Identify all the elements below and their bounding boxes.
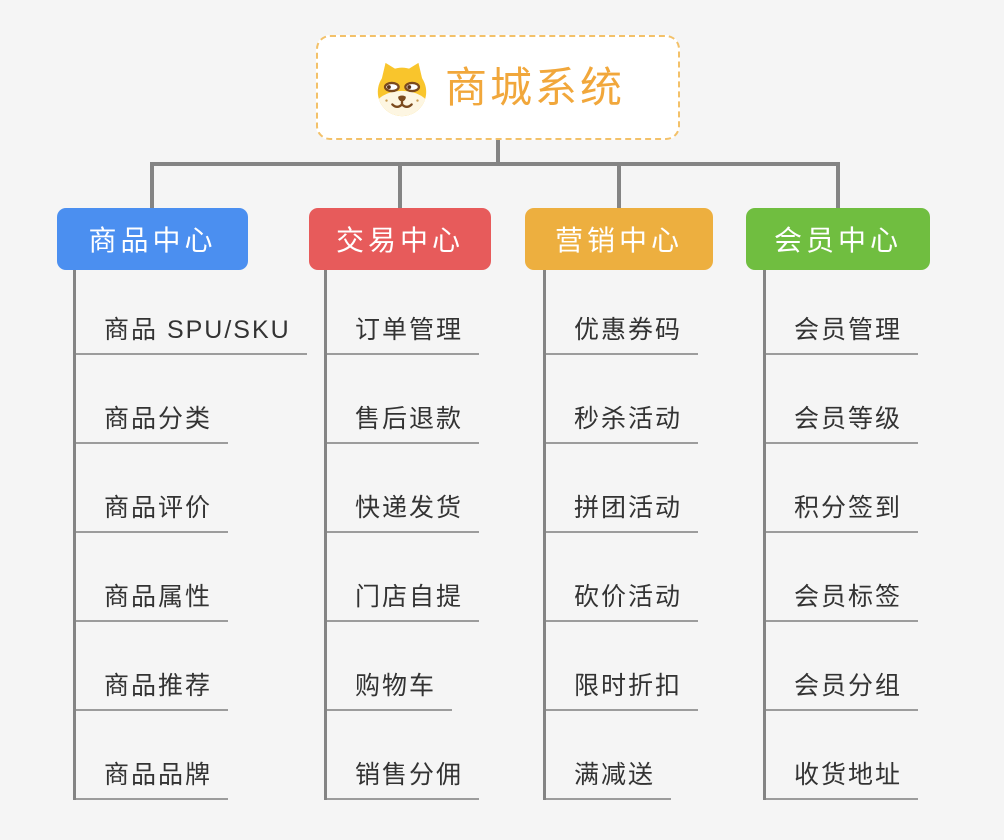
leaf-node[interactable]: 积分签到	[766, 493, 919, 533]
leaf-node[interactable]: 优惠券码	[546, 315, 699, 355]
branch-children-product: 商品 SPU/SKU 商品分类商品评价商品属性商品推荐商品品牌	[73, 270, 307, 800]
leaf-node[interactable]: 会员等级	[766, 404, 919, 444]
leaf-node[interactable]: 秒杀活动	[546, 404, 699, 444]
leaf-node[interactable]: 销售分佣	[327, 760, 480, 800]
root-node[interactable]: 商城系统	[316, 35, 680, 140]
leaf-node[interactable]: 商品分类	[76, 404, 229, 444]
branch-children-member: 会员管理会员等级积分签到会员标签会员分组收货地址	[763, 270, 919, 800]
leaf-node[interactable]: 砍价活动	[546, 582, 699, 622]
leaf-node[interactable]: 商品属性	[76, 582, 229, 622]
leaf-node[interactable]: 门店自提	[327, 582, 480, 622]
leaf-node[interactable]: 会员管理	[766, 315, 919, 355]
leaf-node[interactable]: 商品评价	[76, 493, 229, 533]
connector-stub-product	[150, 162, 154, 208]
branch-label-trade: 交易中心	[335, 225, 464, 256]
branch-node-member[interactable]: 会员中心	[746, 208, 930, 270]
leaf-node[interactable]: 会员分组	[766, 671, 919, 711]
leaf-node[interactable]: 拼团活动	[546, 493, 699, 533]
branch-children-trade: 订单管理售后退款快递发货门店自提购物车销售分佣	[324, 270, 480, 800]
branch-label-marketing: 营销中心	[554, 225, 683, 256]
leaf-node[interactable]: 快递发货	[327, 493, 480, 533]
root-title: 商城系统	[444, 63, 625, 111]
branch-node-trade[interactable]: 交易中心	[309, 208, 491, 270]
branch-label-product: 商品中心	[88, 225, 217, 256]
leaf-node[interactable]: 满减送	[546, 760, 672, 800]
leaf-node[interactable]: 订单管理	[327, 315, 480, 355]
leaf-node[interactable]: 商品品牌	[76, 760, 229, 800]
branch-children-marketing: 优惠券码秒杀活动拼团活动砍价活动限时折扣满减送	[543, 270, 699, 800]
connector-stub-member	[836, 162, 840, 208]
leaf-node[interactable]: 商品 SPU/SKU	[76, 315, 307, 355]
connector-rail	[150, 162, 840, 166]
leaf-node[interactable]: 购物车	[327, 671, 453, 711]
branch-label-member: 会员中心	[773, 225, 902, 256]
connector-stub-trade	[398, 162, 402, 208]
branch-node-marketing[interactable]: 营销中心	[525, 208, 713, 270]
connector-stub-marketing	[617, 162, 621, 208]
shiba-dog-icon	[371, 58, 433, 118]
leaf-node[interactable]: 售后退款	[327, 404, 480, 444]
branch-node-product[interactable]: 商品中心	[57, 208, 248, 270]
leaf-node[interactable]: 限时折扣	[546, 671, 699, 711]
leaf-node[interactable]: 商品推荐	[76, 671, 229, 711]
leaf-node[interactable]: 收货地址	[766, 760, 919, 800]
connector-root-stub	[496, 140, 500, 164]
leaf-node[interactable]: 会员标签	[766, 582, 919, 622]
